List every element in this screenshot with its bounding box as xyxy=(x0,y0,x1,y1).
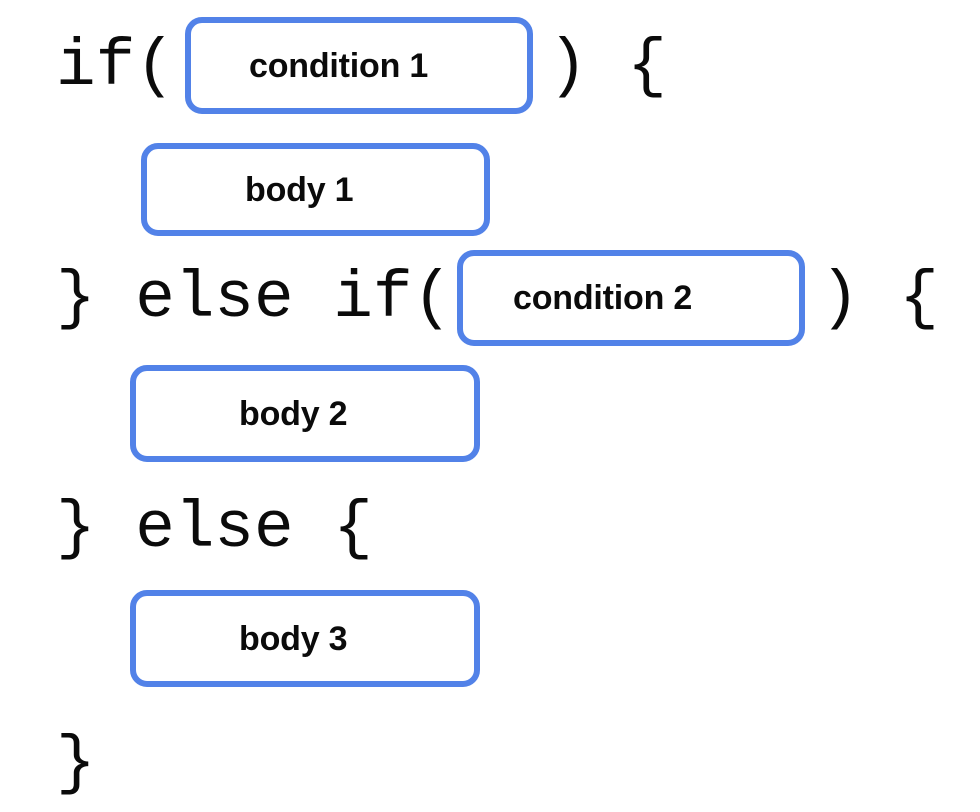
slot-condition-1[interactable]: condition 1 xyxy=(185,17,533,114)
slot-condition-2-label: condition 2 xyxy=(513,279,693,317)
slot-condition-2[interactable]: condition 2 xyxy=(457,250,805,346)
slot-body-3[interactable]: body 3 xyxy=(130,590,480,687)
slot-body-2-label: body 2 xyxy=(239,394,348,433)
slot-body-2[interactable]: body 2 xyxy=(130,365,480,462)
slot-condition-1-label: condition 1 xyxy=(249,46,429,85)
slot-body-3-label: body 3 xyxy=(239,619,348,658)
slot-body-1[interactable]: body 1 xyxy=(141,143,490,236)
code-line-2-prefix: } else if( xyxy=(56,261,453,336)
code-line-4: } xyxy=(56,726,96,801)
code-line-3: } else { xyxy=(56,491,373,566)
slot-body-1-label: body 1 xyxy=(245,170,354,209)
code-line-2-suffix: ) { xyxy=(820,261,939,336)
code-line-1-prefix: if( xyxy=(56,29,175,104)
code-line-1-suffix: ) { xyxy=(548,29,667,104)
